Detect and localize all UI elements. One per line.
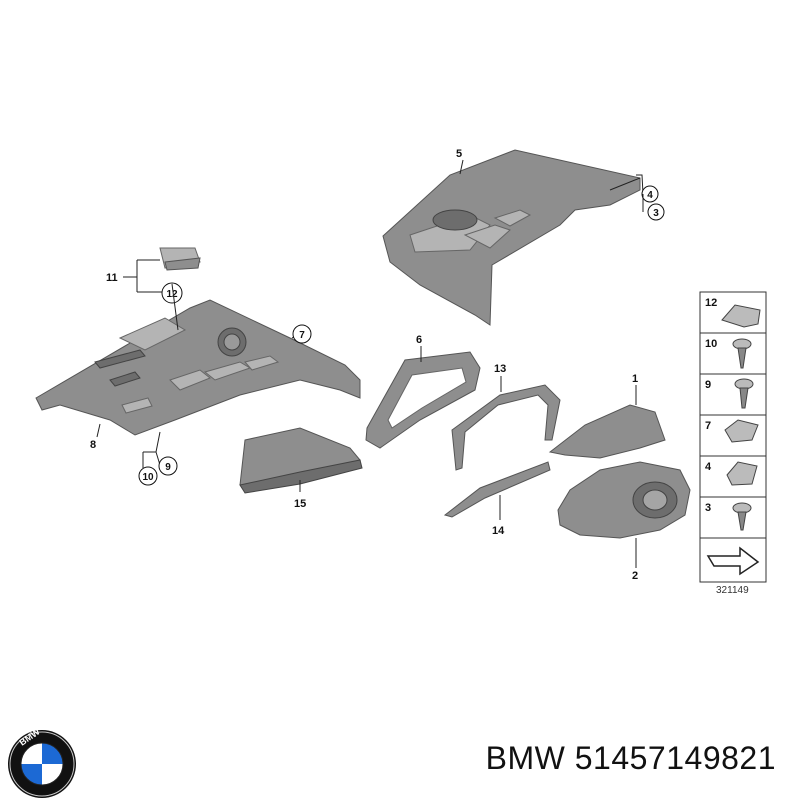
arrow-symbol-icon [706, 546, 760, 576]
part-caption: BMW 51457149821 [486, 740, 776, 777]
circled-callout-9: 9 [158, 456, 178, 476]
screw-icon [734, 378, 754, 409]
legend-item-9: 9 [705, 378, 754, 409]
circled-callout-12: 12 [161, 282, 183, 304]
circled-callout-10: 10 [138, 431, 161, 486]
part-15-glovebox-lid [239, 427, 363, 494]
brand-name: BMW [485, 740, 566, 776]
callout-1: 1 [632, 373, 638, 385]
part-8-lower-dash-panel [35, 299, 361, 436]
legend-item-10: 10 [705, 338, 752, 369]
callout-14: 14 [492, 525, 505, 537]
svg-text:9: 9 [705, 379, 711, 391]
bmw-logo: BMW [8, 728, 76, 798]
part-2-lower-column-cover [557, 461, 691, 539]
legend-item-3: 3 [705, 502, 752, 531]
svg-text:12: 12 [705, 297, 717, 309]
fastener-legend: 12 10 9 7 4 3 [699, 291, 767, 596]
circled-callout-4: 4 [636, 174, 659, 203]
part-6-trim-frame [365, 351, 481, 449]
svg-text:7: 7 [705, 420, 711, 432]
svg-text:10: 10 [705, 338, 717, 350]
diagram-id: 321149 [716, 585, 749, 596]
legend-item-4: 4 [705, 461, 758, 486]
callout-13: 13 [494, 363, 506, 375]
circled-callout-7: 7 [291, 324, 312, 344]
clip-nut-icon [724, 419, 759, 443]
svg-text:9: 9 [165, 462, 171, 473]
part-number: 51457149821 [574, 740, 776, 776]
callout-8: 8 [90, 439, 96, 451]
circled-callout-3: 3 [642, 194, 665, 221]
part-1-upper-column-cover [548, 404, 666, 459]
svg-text:4: 4 [647, 190, 653, 201]
callout-11: 11 [106, 272, 118, 284]
svg-text:10: 10 [142, 472, 154, 483]
legend-item-12: 12 [705, 297, 761, 328]
screw-icon [732, 502, 752, 531]
callout-5: 5 [456, 148, 462, 160]
svg-text:7: 7 [299, 330, 305, 341]
legend-item-7: 7 [705, 419, 759, 443]
screw-icon [732, 338, 752, 369]
clip-nut-icon [726, 461, 758, 486]
callout-2: 2 [632, 570, 638, 582]
clip-icon [721, 304, 761, 328]
callout-15: 15 [294, 498, 306, 510]
callout-6: 6 [416, 334, 422, 346]
part-11-clip-cover [159, 247, 201, 271]
svg-text:3: 3 [653, 208, 659, 219]
part-5-upper-trim-panel [382, 149, 641, 326]
part-13-arch-trim [451, 384, 561, 471]
svg-text:3: 3 [705, 502, 711, 514]
svg-text:4: 4 [705, 461, 712, 473]
svg-text:12: 12 [166, 289, 178, 300]
part-14-trim-strip [443, 461, 551, 518]
